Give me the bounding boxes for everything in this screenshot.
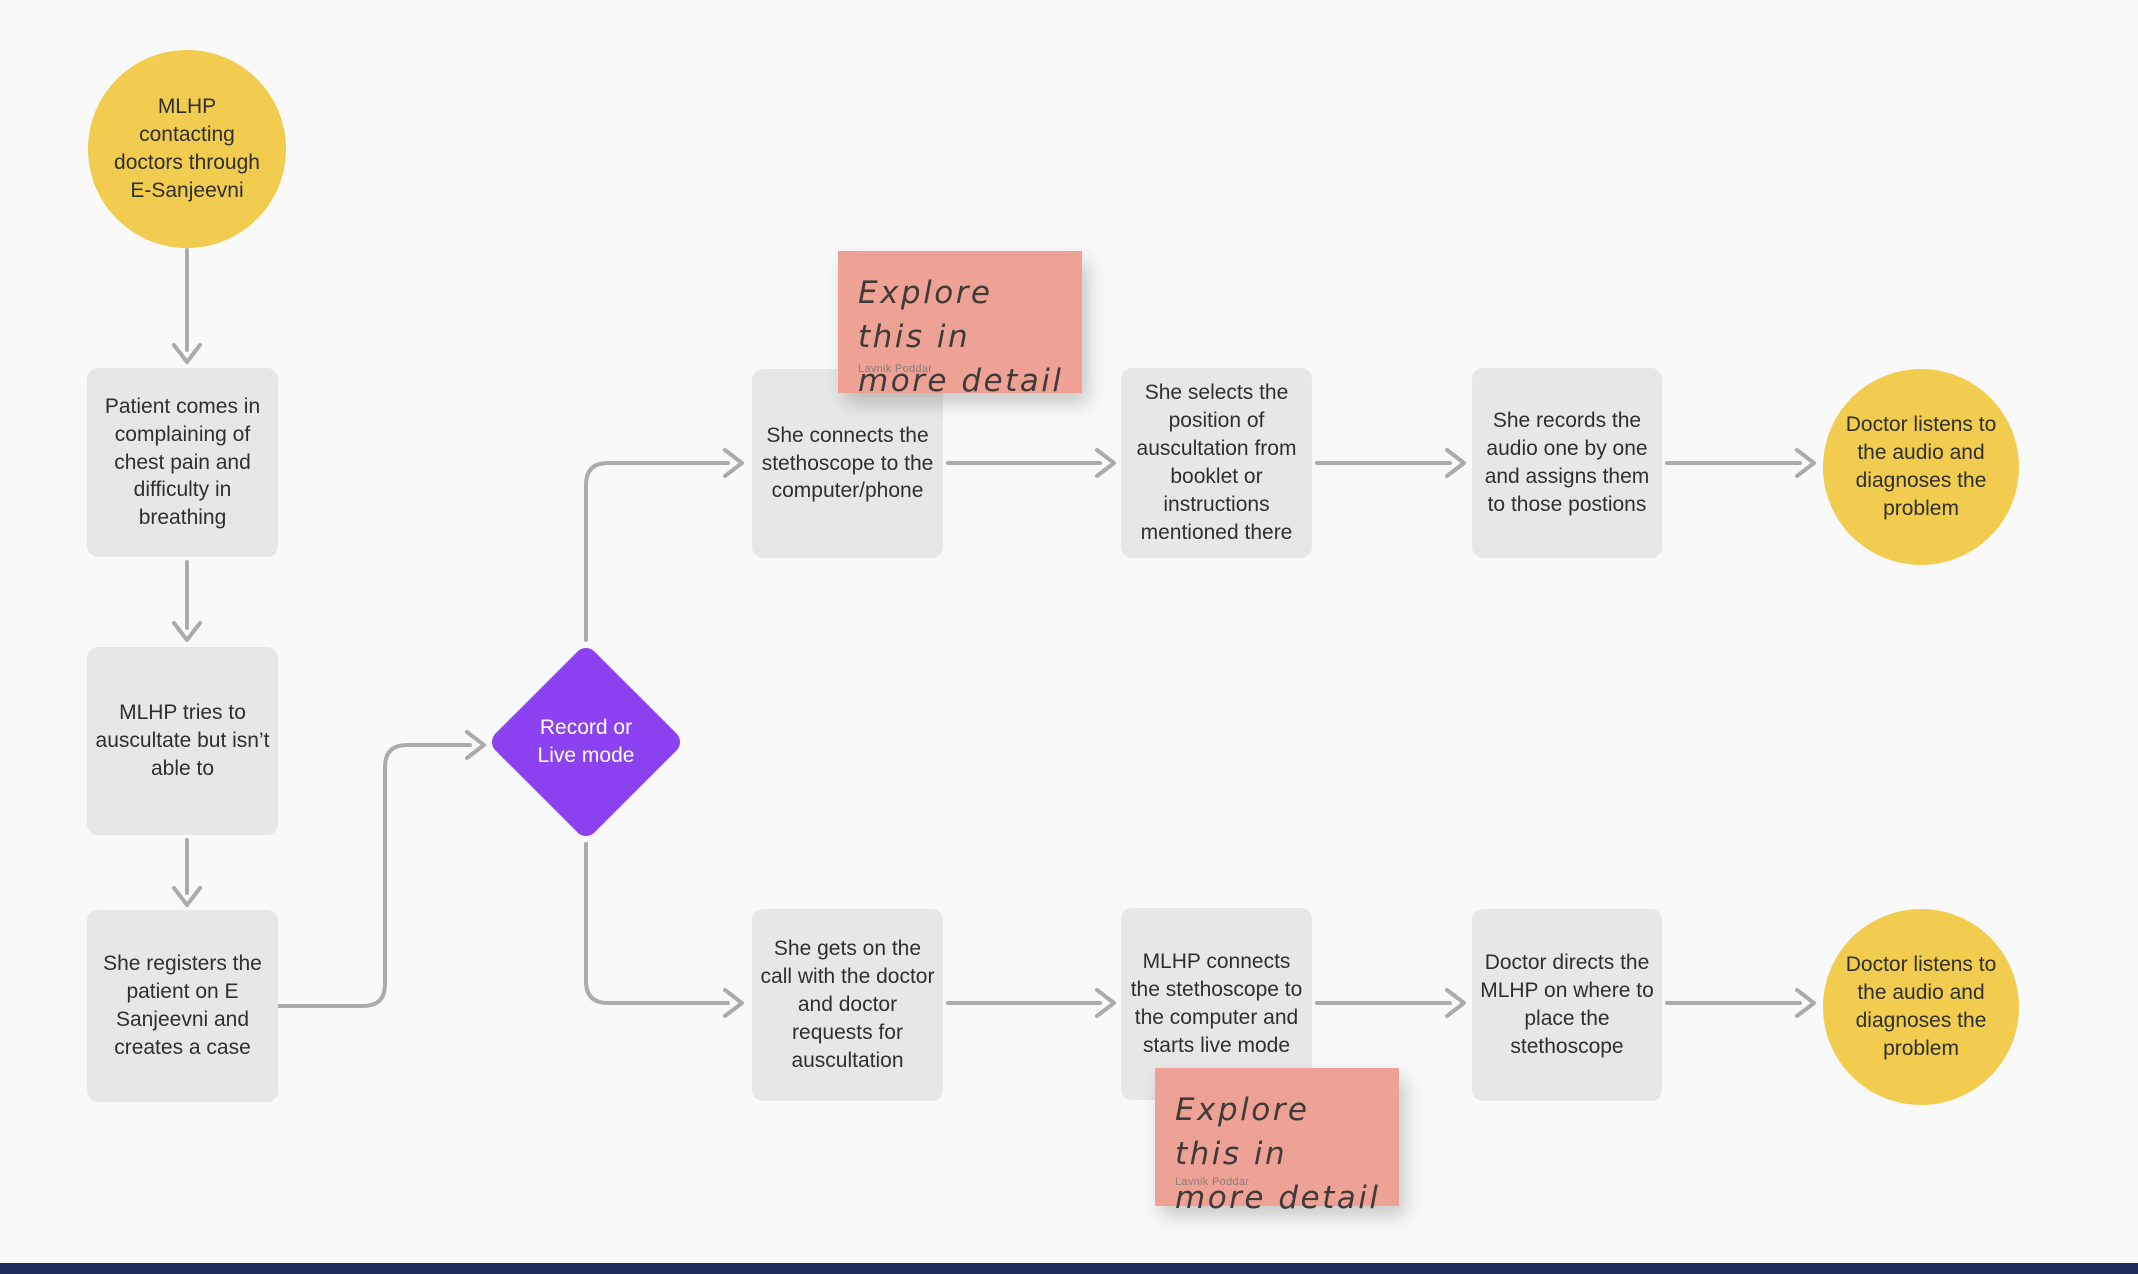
node-connects-label: She connects the stethoscope to the comp…	[761, 423, 934, 503]
node-tries-box[interactable]: MLHP tries to auscultate but isn’t able …	[87, 647, 278, 835]
node-registers-label: She registers the patient on E Sanjeevni…	[103, 952, 262, 1059]
sticky-note-top-text: Explore this in more detail	[858, 275, 1064, 400]
node-decision-label: Record or Live mode	[537, 716, 635, 767]
node-records-label: She records the audio one by one and ass…	[1484, 409, 1650, 516]
node-selects-label: She selects the position of auscultation…	[1136, 381, 1297, 544]
sticky-note-bottom-text: Explore this in more detail	[1175, 1092, 1381, 1217]
node-start-label: MLHP contacting doctors through E-Sanjee…	[114, 95, 260, 202]
connector-live-to-directs[interactable]	[1315, 988, 1466, 1018]
node-call-box[interactable]: She gets on the call with the doctor and…	[752, 909, 943, 1101]
node-call-label: She gets on the call with the doctor and…	[760, 937, 935, 1072]
node-doctor-bottom-circle[interactable]: Doctor listens to the audio and diagnose…	[1823, 909, 2019, 1105]
sticky-note-top-author: Lavnik Poddar	[858, 363, 933, 375]
sticky-note-top[interactable]: Explore this in more detail Lavnik Podda…	[838, 251, 1082, 399]
node-decision-diamond[interactable]: Record or Live mode	[487, 643, 685, 841]
node-doctor-top-label: Doctor listens to the audio and diagnose…	[1845, 413, 1997, 520]
node-doctor-top-circle[interactable]: Doctor listens to the audio and diagnose…	[1823, 369, 2019, 565]
connector-decision-to-call[interactable]	[584, 842, 744, 1018]
node-records-box[interactable]: She records the audio one by one and ass…	[1472, 368, 1662, 558]
sticky-note-bottom[interactable]: Explore this in more detail Lavnik Podda…	[1155, 1068, 1399, 1216]
connector-selects-to-records[interactable]	[1315, 448, 1466, 478]
node-live-label: MLHP connects the stethoscope to the com…	[1130, 950, 1303, 1057]
node-tries-label: MLHP tries to auscultate but isn’t able …	[95, 701, 270, 780]
node-connects-box[interactable]: She connects the stethoscope to the comp…	[752, 369, 943, 558]
connector-start-to-patient[interactable]	[172, 248, 202, 364]
node-doctor-bottom-label: Doctor listens to the audio and diagnose…	[1845, 953, 1997, 1060]
node-selects-box[interactable]: She selects the position of auscultation…	[1121, 368, 1312, 558]
connector-tries-to-registers[interactable]	[172, 838, 202, 907]
connector-records-to-doctor-top[interactable]	[1665, 448, 1816, 478]
connector-directs-to-doctor-bottom[interactable]	[1665, 988, 1816, 1018]
node-patient-label: Patient comes in complaining of chest pa…	[104, 394, 261, 530]
connector-decision-to-connects[interactable]	[584, 448, 744, 642]
connector-patient-to-tries[interactable]	[172, 560, 202, 642]
node-start-circle[interactable]: MLHP contacting doctors through E-Sanjee…	[88, 50, 286, 248]
connector-call-to-live[interactable]	[946, 988, 1116, 1018]
node-directs-box[interactable]: Doctor directs the MLHP on where to plac…	[1472, 909, 1662, 1101]
connector-connects-to-selects[interactable]	[946, 448, 1116, 478]
connector-registers-to-decision[interactable]	[276, 730, 486, 1008]
sticky-note-bottom-author: Lavnik Poddar	[1175, 1176, 1250, 1188]
window-bottom-bar	[0, 1263, 2138, 1274]
node-registers-box[interactable]: She registers the patient on E Sanjeevni…	[87, 910, 278, 1102]
node-patient-box[interactable]: Patient comes in complaining of chest pa…	[87, 368, 278, 557]
node-directs-label: Doctor directs the MLHP on where to plac…	[1480, 951, 1654, 1058]
